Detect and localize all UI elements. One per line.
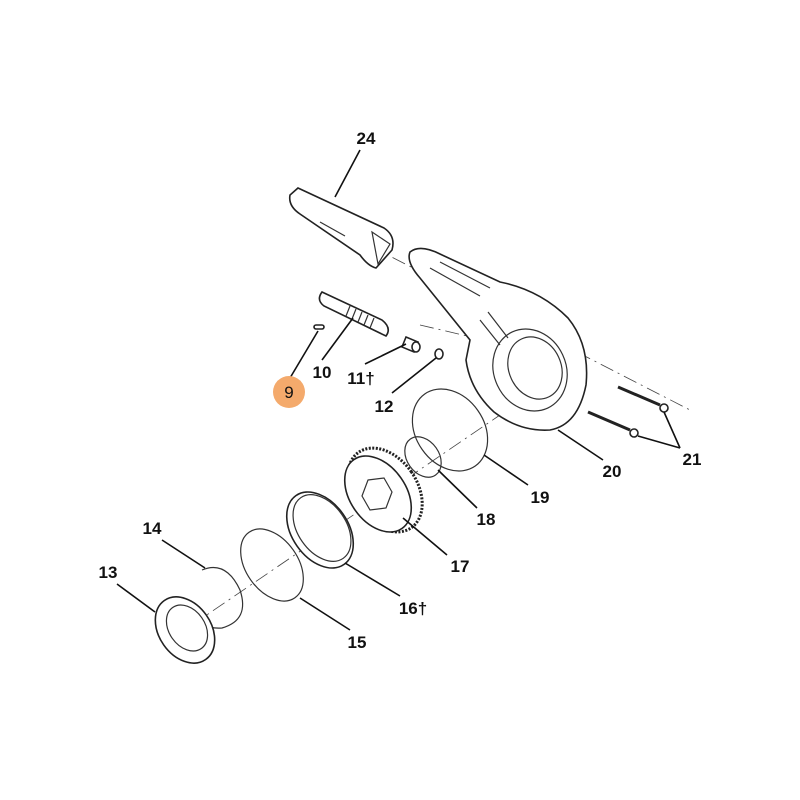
part-24-handle-cover[interactable] [288, 187, 394, 269]
part-17-gear[interactable] [331, 434, 438, 546]
label-14[interactable]: 14 [143, 519, 162, 538]
label-17[interactable]: 17 [451, 557, 470, 576]
part-19-o-ring[interactable] [397, 374, 503, 485]
part-12-nut[interactable] [434, 348, 444, 360]
part-21-screws[interactable] [587, 385, 669, 438]
label-9[interactable]: 9 [284, 383, 293, 402]
label-16[interactable]: 16† [399, 599, 427, 618]
part-16-clutch-ring[interactable] [273, 480, 367, 581]
label-20[interactable]: 20 [603, 462, 622, 481]
label-12[interactable]: 12 [375, 397, 394, 416]
label-13[interactable]: 13 [99, 563, 118, 582]
part-20-gear-housing[interactable] [408, 247, 588, 431]
part-9-highlight-marker[interactable] [273, 376, 305, 408]
part-15-ring[interactable] [228, 517, 316, 612]
part-18-retaining-ring[interactable] [397, 430, 448, 484]
label-18[interactable]: 18 [477, 510, 496, 529]
part-13-washer[interactable] [143, 586, 227, 675]
leader-lines [116, 149, 681, 631]
label-10[interactable]: 10 [313, 363, 332, 382]
part-11-bushing[interactable] [400, 335, 421, 354]
label-24[interactable]: 24 [357, 129, 376, 148]
assembly-axis-lower [169, 414, 501, 641]
label-15[interactable]: 15 [348, 633, 367, 652]
part-10-worm-shaft[interactable] [318, 291, 390, 338]
label-11[interactable]: 11† [347, 369, 374, 388]
label-21[interactable]: 21 [683, 450, 702, 469]
part-9-pin[interactable] [313, 324, 325, 330]
label-19[interactable]: 19 [531, 488, 550, 507]
